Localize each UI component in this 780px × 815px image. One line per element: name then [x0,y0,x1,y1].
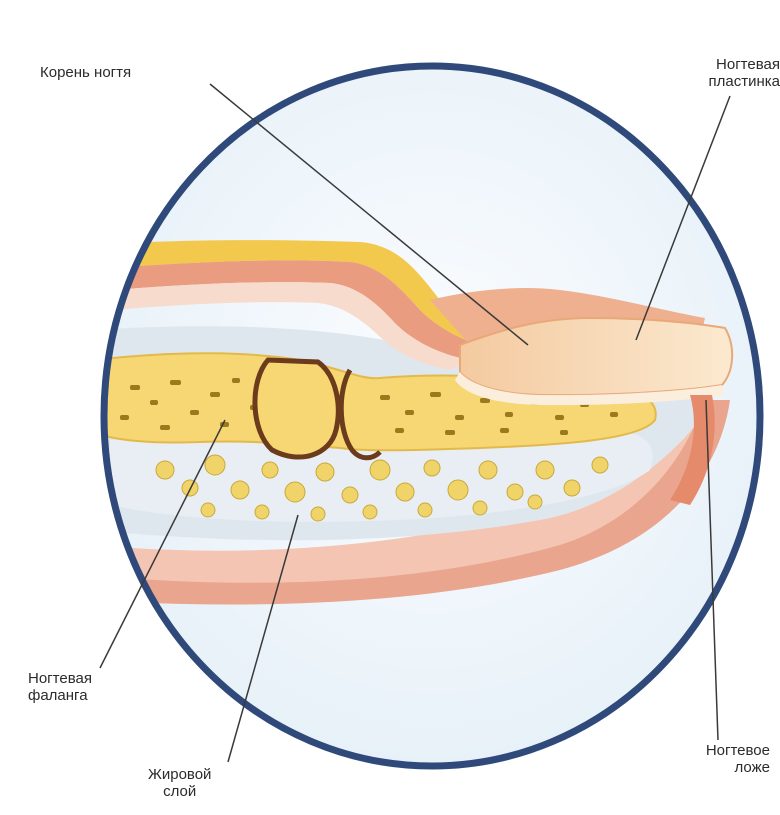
label-nail-bed: Ногтевое ложе [706,742,770,776]
label-nail-plate-line1: Ногтевая [709,56,780,73]
label-nail-phalanx-line2: фаланга [28,687,92,704]
label-fat-layer-line2: слой [148,783,211,800]
label-nail-bed-line1: Ногтевое [706,742,770,759]
label-nail-root: Корень ногтя [40,64,131,81]
label-fat-layer: Жировой слой [148,766,211,800]
label-nail-plate: Ногтевая пластинка [709,56,780,90]
joint-head [255,360,338,457]
label-nail-root-text: Корень ногтя [40,64,131,81]
label-fat-layer-line1: Жировой [148,766,211,783]
label-nail-phalanx: Ногтевая фаланга [28,670,92,704]
label-nail-bed-line2: ложе [706,759,770,776]
label-nail-phalanx-line1: Ногтевая [28,670,92,687]
label-nail-plate-line2: пластинка [709,73,780,90]
